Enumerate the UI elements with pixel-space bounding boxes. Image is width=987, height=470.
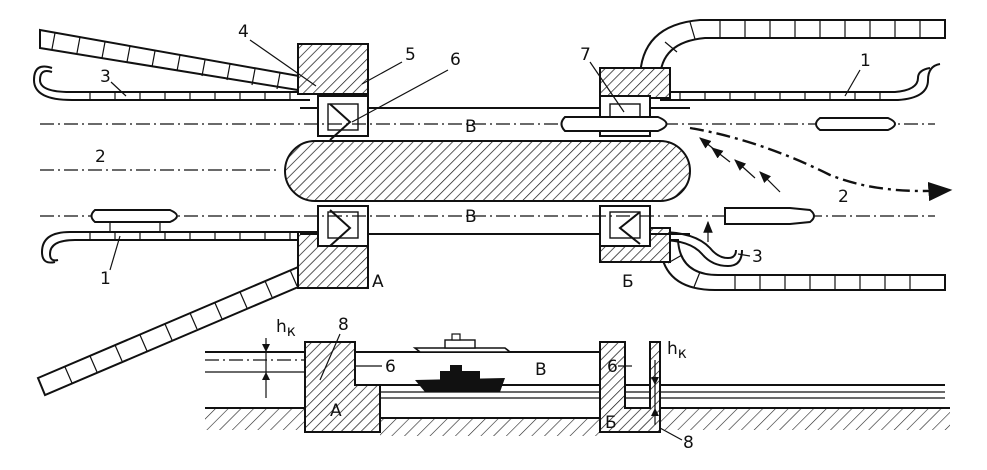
ship-in-chamber	[560, 116, 668, 132]
label-8-right: 8	[683, 433, 694, 453]
guide-wall-lower-left	[40, 231, 310, 264]
section-view: hк 8 6 В 6 hк А Б 8	[205, 315, 950, 453]
upper-left-bank	[39, 28, 311, 94]
label-head-b: Б	[622, 272, 634, 292]
guide-wall-upper-right	[660, 63, 941, 101]
ground-left	[205, 408, 305, 430]
label-5: 5	[405, 45, 416, 65]
label-6-section-left: 6	[385, 357, 396, 377]
label-head-b-section: Б	[605, 413, 617, 433]
ship-section-lower	[415, 365, 505, 392]
label-3-upper: 3	[100, 67, 111, 87]
label-1-lower: 1	[100, 269, 111, 289]
label-chamber-upper: В	[465, 117, 477, 137]
label-2-right: 2	[838, 187, 849, 207]
label-hk-left: hк	[276, 317, 296, 340]
gate-recesses-a	[317, 95, 369, 247]
ground-chamber	[380, 418, 600, 436]
label-chamber-section: В	[535, 360, 547, 380]
flow-arrows	[699, 137, 781, 242]
label-1-upper: 1	[860, 51, 871, 71]
label-head-a: А	[372, 272, 384, 292]
label-4: 4	[238, 22, 249, 42]
label-head-a-section: А	[330, 401, 342, 421]
ship-approaching	[724, 207, 815, 225]
ship-exit-path	[689, 126, 953, 202]
ship-section-upper	[412, 333, 513, 353]
label-6-section-right: 6	[607, 357, 618, 377]
label-2-left: 2	[95, 147, 106, 167]
guide-wall-upper-left	[32, 65, 310, 101]
section-head-a	[304, 341, 381, 433]
ship-upstream-right	[815, 117, 896, 131]
plan-view: 4 5 6 3 2 1 7 1 2 3 В В А Б	[32, 19, 953, 397]
lower-right-bank	[658, 239, 946, 291]
label-8-left: 8	[338, 315, 349, 335]
guide-wall-lower-right	[659, 231, 743, 268]
label-hk-right: hк	[667, 339, 687, 362]
section-head-b	[599, 341, 661, 433]
ground-right	[660, 408, 950, 430]
upper-right-bank	[638, 19, 946, 81]
label-chamber-lower: В	[465, 207, 477, 227]
label-3-lower: 3	[752, 247, 763, 267]
label-7: 7	[580, 45, 591, 65]
ship-downstream-left	[90, 209, 178, 232]
label-6-plan: 6	[450, 50, 461, 70]
lower-left-bank	[36, 260, 311, 397]
central-divider	[284, 140, 691, 202]
